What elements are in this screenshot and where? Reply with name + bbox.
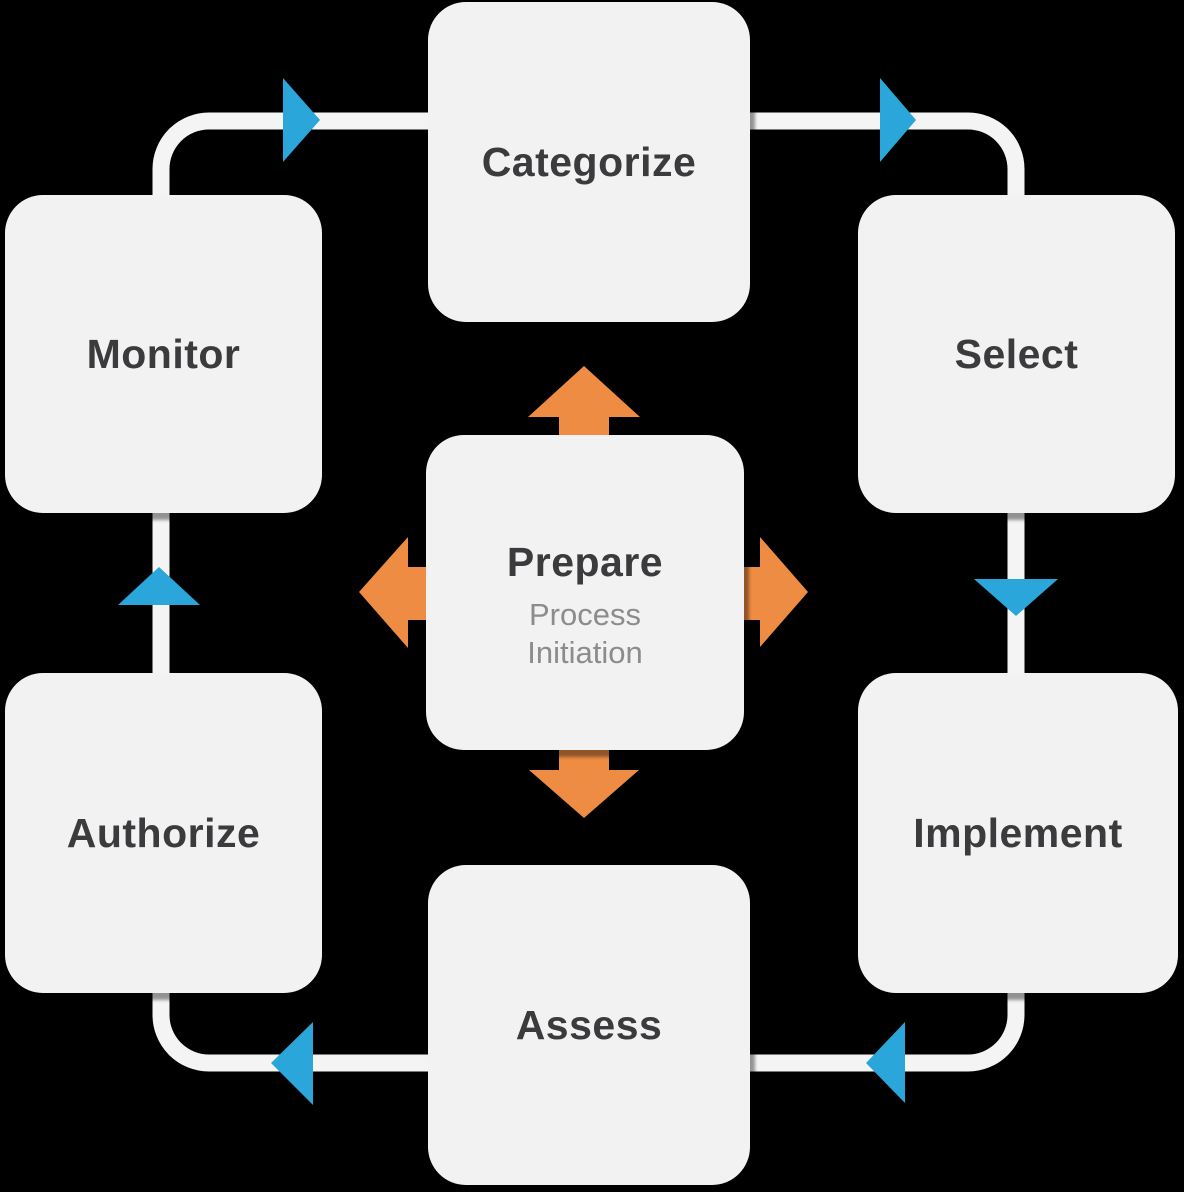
node-prepare-label: Prepare [506,539,664,586]
flow-arrow-authorize-to-monitor-icon [118,567,200,605]
node-monitor-label: Monitor [86,330,241,377]
prepare-arrow-right-icon [738,537,808,647]
node-categorize-label: Categorize [481,138,697,185]
prepare-arrow-up-icon [528,366,640,450]
flow-arrow-implement-to-assess-icon [866,1022,905,1103]
node-monitor: Monitor [5,195,322,513]
node-assess: Assess [428,865,750,1185]
node-prepare-center: Prepare Process Initiation [426,435,744,750]
node-implement-label: Implement [913,809,1123,856]
node-select: Select [858,195,1175,513]
flow-arrow-categorize-to-select-icon [880,78,916,162]
prepare-arrow-left-icon [359,537,432,648]
node-authorize-label: Authorize [66,809,261,856]
node-prepare-sublabel: Process Initiation [527,597,643,670]
node-implement: Implement [858,673,1178,993]
node-authorize: Authorize [5,673,322,993]
node-assess-label: Assess [515,1001,663,1048]
node-categorize: Categorize [428,2,750,322]
node-select-label: Select [954,330,1079,377]
flow-arrow-select-to-implement-icon [974,579,1058,616]
flow-arrow-assess-to-authorize-icon [271,1022,313,1105]
prepare-arrow-down-icon [529,740,639,818]
flow-arrow-monitor-to-categorize-icon [283,78,320,162]
